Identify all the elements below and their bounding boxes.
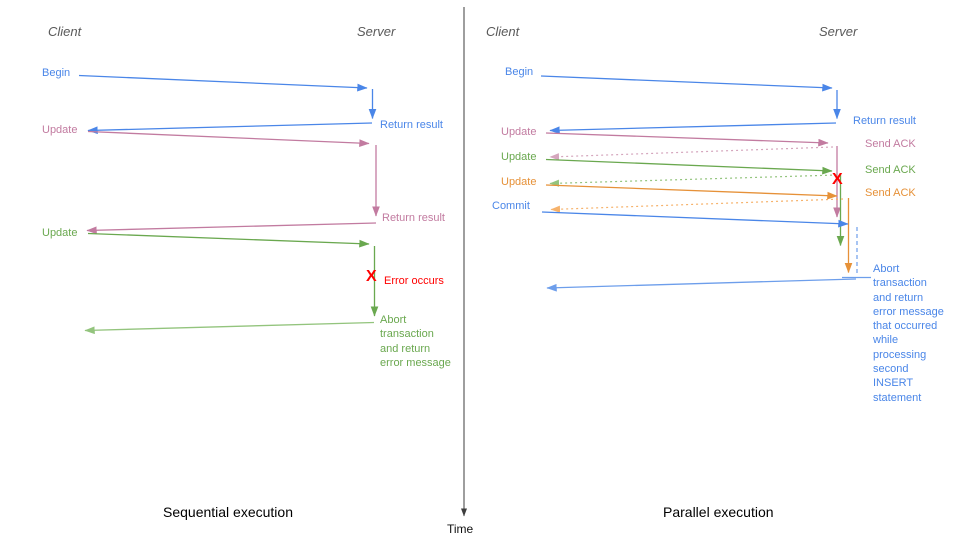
right-commit-label: Commit [492,200,530,212]
right-send-ack-3-line [550,198,844,213]
right-update-1-label: Update [501,126,537,138]
right-send-ack-1-label: Send ACK [865,138,916,150]
right-send-ack-2-label: Send ACK [865,164,916,176]
right-update-3-label: Update [501,176,537,188]
left-abort-label: Abort transaction and return error messa… [380,314,451,369]
left-update-1-label: Update [42,124,78,136]
right-server-title: Server [819,24,858,39]
right-panel-lines [540,75,871,292]
right-begin-label: Begin [505,66,534,78]
right-return-result-line [549,122,837,135]
right-update-2-label: Update [501,151,537,163]
right-return-result-label: Return result [853,115,916,127]
left-return-result-1-line [87,122,373,135]
right-send-ack-1-line [549,146,834,161]
left-update-2-request-line [87,232,370,248]
right-update-3-request-line [545,184,838,200]
right-commit-request-line [541,211,849,228]
left-panel-lines [78,74,380,335]
right-update-1-request-line [545,132,829,147]
right-abort-label: Abort transaction and return error messa… [873,263,944,404]
right-begin-request-line [540,75,833,92]
right-abort-return-line [546,278,857,292]
left-begin-label: Begin [42,67,71,79]
left-server-title: Server [357,24,396,39]
right-caption: Parallel execution [663,504,774,520]
left-update-2-label: Update [42,227,78,239]
left-error-occurs-label: Error occurs [384,275,444,287]
left-abort-return-line [84,321,375,335]
time-axis-label: Time [447,522,474,536]
left-error-x-icon: X [366,268,377,285]
right-update-2-request-line [545,158,833,175]
right-client-title: Client [486,24,520,39]
left-return-result-1-label: Return result [380,119,443,131]
left-client-title: Client [48,24,82,39]
left-return-result-2-line [86,222,377,235]
right-send-ack-3-label: Send ACK [865,187,916,199]
left-begin-request-line [78,74,368,92]
left-return-result-2-label: Return result [382,212,445,224]
left-caption: Sequential execution [163,504,293,520]
right-error-x-icon: X [832,171,843,188]
left-update-1-request-line [87,130,370,147]
right-send-ack-2-line [549,174,838,187]
